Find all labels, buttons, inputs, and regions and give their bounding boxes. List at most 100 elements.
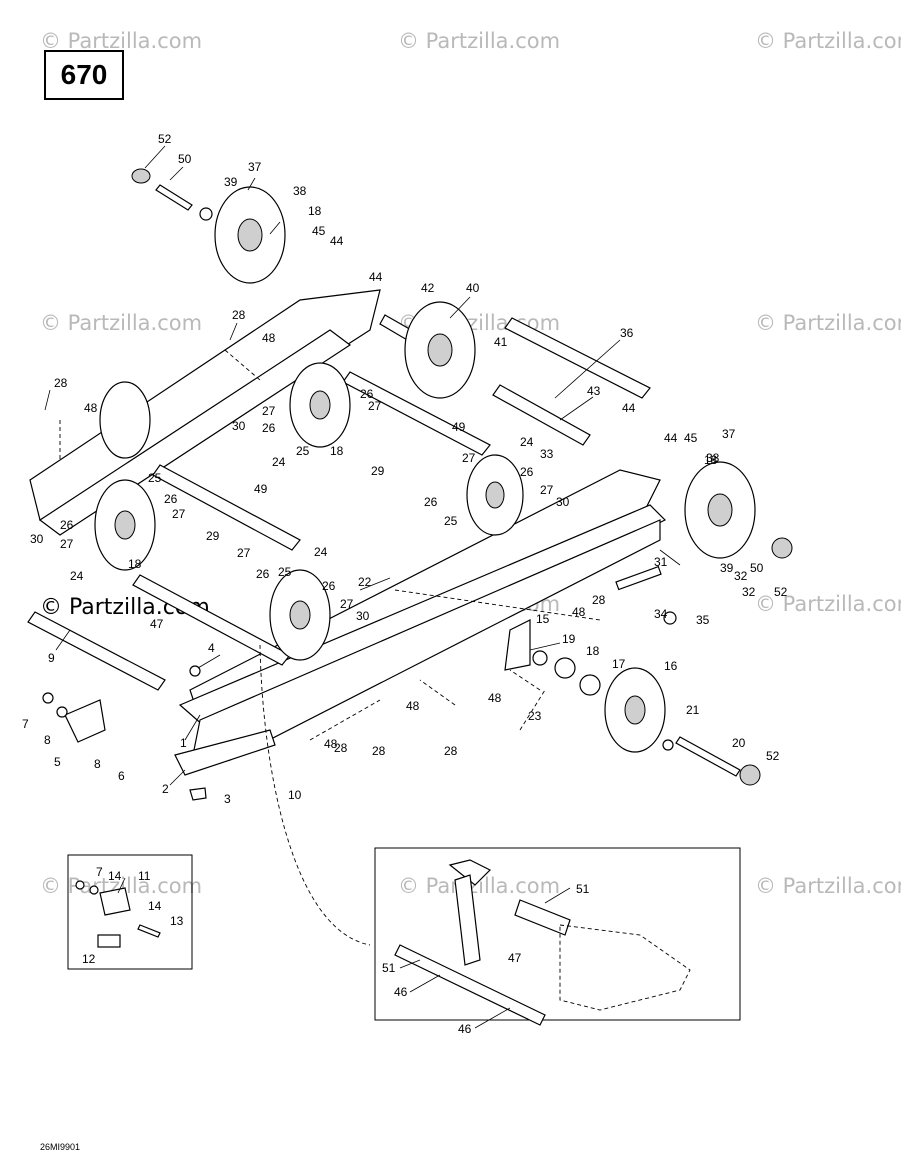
callout: 43 (587, 384, 601, 398)
callout: 39 (720, 561, 734, 575)
callout: 39 (224, 175, 238, 189)
callout: 26 (360, 387, 374, 401)
callout: 26 (60, 518, 74, 532)
callout: 14 (148, 899, 162, 913)
callout: 28 (444, 744, 458, 758)
callout: 51 (576, 882, 590, 896)
callout: 27 (462, 451, 476, 465)
callout: 28 (334, 741, 348, 755)
callout: 30 (30, 532, 44, 546)
callout: 28 (592, 593, 606, 607)
callout: 24 (272, 455, 286, 469)
callout: 51 (382, 961, 396, 975)
callout: 49 (254, 482, 268, 496)
callout: 18 (704, 453, 718, 467)
leader-lines (44, 145, 681, 786)
callout: 49 (452, 420, 466, 434)
callout: 24 (70, 569, 84, 583)
callout: 13 (170, 914, 184, 928)
callout: 44 (664, 431, 678, 445)
callout: 52 (766, 749, 780, 763)
callout: 26 (256, 567, 270, 581)
callout: 50 (178, 152, 192, 166)
watermark-text: © Partzilla.com (398, 29, 560, 53)
callout: 27 (540, 483, 554, 497)
dashed-guides (59, 349, 601, 946)
watermark-text: © Partzilla.com (755, 592, 901, 616)
callout: 5 (54, 755, 61, 769)
callout-labels: 52 50 37 39 38 18 45 44 44 42 40 41 36 2… (22, 132, 788, 806)
diagram-code: 26MI9901 (40, 1142, 81, 1152)
callout: 28 (232, 308, 246, 322)
callout: 26 (164, 492, 178, 506)
callout: 18 (128, 557, 142, 571)
callout: 48 (488, 691, 502, 705)
callout: 50 (750, 561, 764, 575)
callout: 2 (162, 782, 169, 796)
watermark-text: © Partzilla.com (755, 874, 901, 898)
callout: 48 (406, 699, 420, 713)
inset-small-labels: 7 14 11 14 13 12 (82, 865, 184, 966)
callout: 25 (278, 565, 292, 579)
callout: 25 (444, 514, 458, 528)
callout: 46 (394, 985, 408, 999)
callout: 44 (330, 234, 344, 248)
callout: 27 (237, 546, 251, 560)
callout: 25 (296, 444, 310, 458)
callout: 25 (148, 471, 162, 485)
callout: 24 (520, 435, 534, 449)
callout: 24 (314, 545, 328, 559)
callout: 26 (322, 579, 336, 593)
wheels (94, 186, 756, 753)
callout: 27 (340, 597, 354, 611)
callout: 32 (734, 569, 748, 583)
callout: 52 (774, 585, 788, 599)
callout: 45 (684, 431, 698, 445)
callout: 14 (108, 869, 122, 883)
inset-small (67, 854, 193, 970)
callout: 7 (96, 865, 103, 879)
watermark-text: © Partzilla.com (40, 29, 202, 53)
callout: 26 (424, 495, 438, 509)
callout: 27 (368, 399, 382, 413)
callout: 27 (60, 537, 74, 551)
callout: 48 (84, 401, 98, 415)
callout: 32 (742, 585, 756, 599)
callout: 42 (421, 281, 435, 295)
callout: 38 (706, 451, 720, 465)
callout: 40 (466, 281, 480, 295)
callout: 38 (293, 184, 307, 198)
callout: 10 (288, 788, 302, 802)
callout: 18 (586, 644, 600, 658)
callout: 52 (158, 132, 172, 146)
callout: 37 (248, 160, 262, 174)
callout: 8 (94, 757, 101, 771)
callout: 46 (458, 1022, 472, 1036)
callout: 27 (262, 404, 276, 418)
callout: 9 (48, 651, 55, 665)
callout: 4 (208, 641, 215, 655)
callout: 17 (612, 657, 626, 671)
callout: 30 (356, 609, 370, 623)
callout: 15 (536, 612, 550, 626)
callout: 21 (686, 703, 700, 717)
callout: 41 (494, 335, 508, 349)
callout: 30 (556, 495, 570, 509)
callout: 48 (324, 737, 338, 751)
callout: 11 (138, 869, 151, 883)
callout: 26 (262, 421, 276, 435)
page-number-box: 670 (44, 50, 124, 100)
callout: 1 (180, 736, 187, 750)
callout: 36 (620, 326, 634, 340)
callout: 31 (654, 555, 668, 569)
inset-large (374, 847, 741, 1029)
callout: 12 (82, 952, 96, 966)
callout: 28 (54, 376, 68, 390)
callout: 18 (308, 204, 322, 218)
callout: 44 (369, 270, 383, 284)
watermark-text: © Partzilla.com (755, 29, 901, 53)
callout: 23 (528, 709, 542, 723)
callout: 18 (330, 444, 344, 458)
callout: 16 (664, 659, 678, 673)
